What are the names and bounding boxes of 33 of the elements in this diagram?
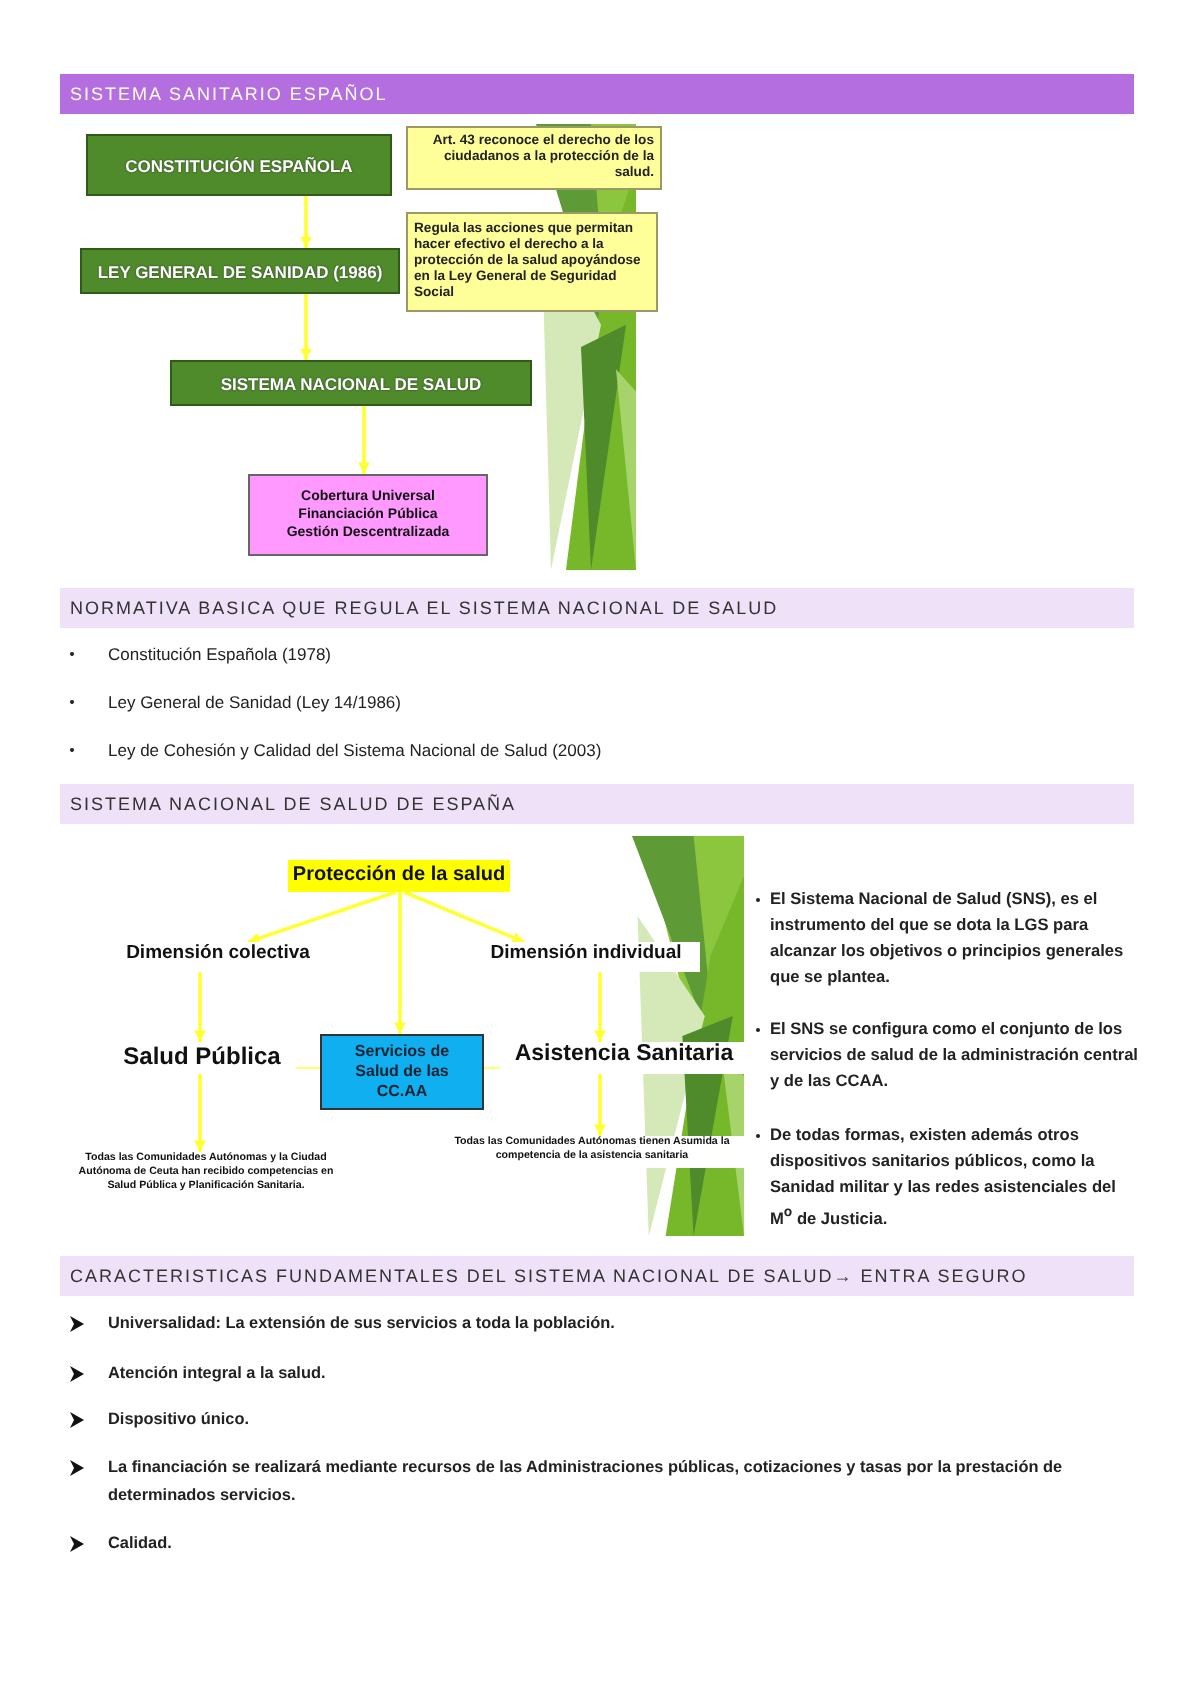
process-box: SISTEMA NACIONAL DE SALUD bbox=[170, 360, 532, 406]
connector-line bbox=[483, 1067, 501, 1069]
paragraph-text: El Sistema Nacional de Salud (SNS), es el instrumento del que se dota la LGS para alcanzar los objetivos o principios generales que se plantea. bbox=[770, 886, 1126, 990]
section-heading: NORMATIVA BASICA QUE REGULA EL SISTEMA NACIONAL DE SALUD bbox=[60, 588, 1134, 628]
arrow bbox=[194, 1074, 206, 1152]
result-box bbox=[248, 474, 488, 556]
service-box: Servicios de Salud de las CC.AA bbox=[320, 1034, 484, 1110]
arrow bbox=[358, 406, 370, 474]
arrow bbox=[594, 972, 606, 1042]
list-item-text: La financiación se realizará mediante recursos de las Administraciones públicas, cotizaciones y tasas por la prestación de determinados servicios. bbox=[108, 1456, 1065, 1508]
section-heading: CARACTERISTICAS FUNDAMENTALES DEL SISTEMA NACIONAL DE SALUD→ ENTRA SEGURO bbox=[60, 1256, 1134, 1296]
arrow bbox=[300, 196, 312, 248]
list-item-text: Ley General de Sanidad (Ley 14/1986) bbox=[108, 690, 401, 716]
list-item-text: Constitución Española (1978) bbox=[108, 642, 332, 668]
arrow bbox=[403, 890, 525, 944]
process-box: LEY GENERAL DE SANIDAD (1986) bbox=[80, 248, 400, 294]
arrow bbox=[394, 892, 406, 1034]
highlighted-heading: Protección de la salud bbox=[288, 860, 510, 892]
arrow bbox=[594, 1074, 606, 1136]
list-item-text: Dispositivo único. bbox=[108, 1408, 250, 1432]
list-item-text: Atención integral a la salud. bbox=[108, 1362, 326, 1386]
arrow bbox=[300, 294, 312, 360]
arrow bbox=[247, 890, 397, 944]
section-heading: SISTEMA SANITARIO ESPAÑOL bbox=[60, 74, 1134, 114]
connector-line bbox=[295, 1067, 321, 1069]
arrow bbox=[194, 972, 206, 1042]
process-box: CONSTITUCIÓN ESPAÑOLA bbox=[86, 134, 392, 196]
list-item-text: Universalidad: La extensión de sus servicios a toda la población. bbox=[108, 1312, 615, 1336]
list-item-text: Calidad. bbox=[108, 1532, 172, 1556]
list-item-text: Ley de Cohesión y Calidad del Sistema Nacional de Salud (2003) bbox=[108, 738, 602, 764]
paragraph-text: El SNS se configura como el conjunto de los servicios de salud de la administración central y de las CCAA. bbox=[770, 1016, 1140, 1094]
paragraph-text: De todas formas, existen además otros dispositivos sanitarios públicos, como la Sanidad militar y las redes asistenciales del M$^{o}$ de Justicia. bbox=[770, 1122, 1118, 1232]
section-heading: SISTEMA NACIONAL DE SALUD DE ESPAÑA bbox=[60, 784, 1134, 824]
